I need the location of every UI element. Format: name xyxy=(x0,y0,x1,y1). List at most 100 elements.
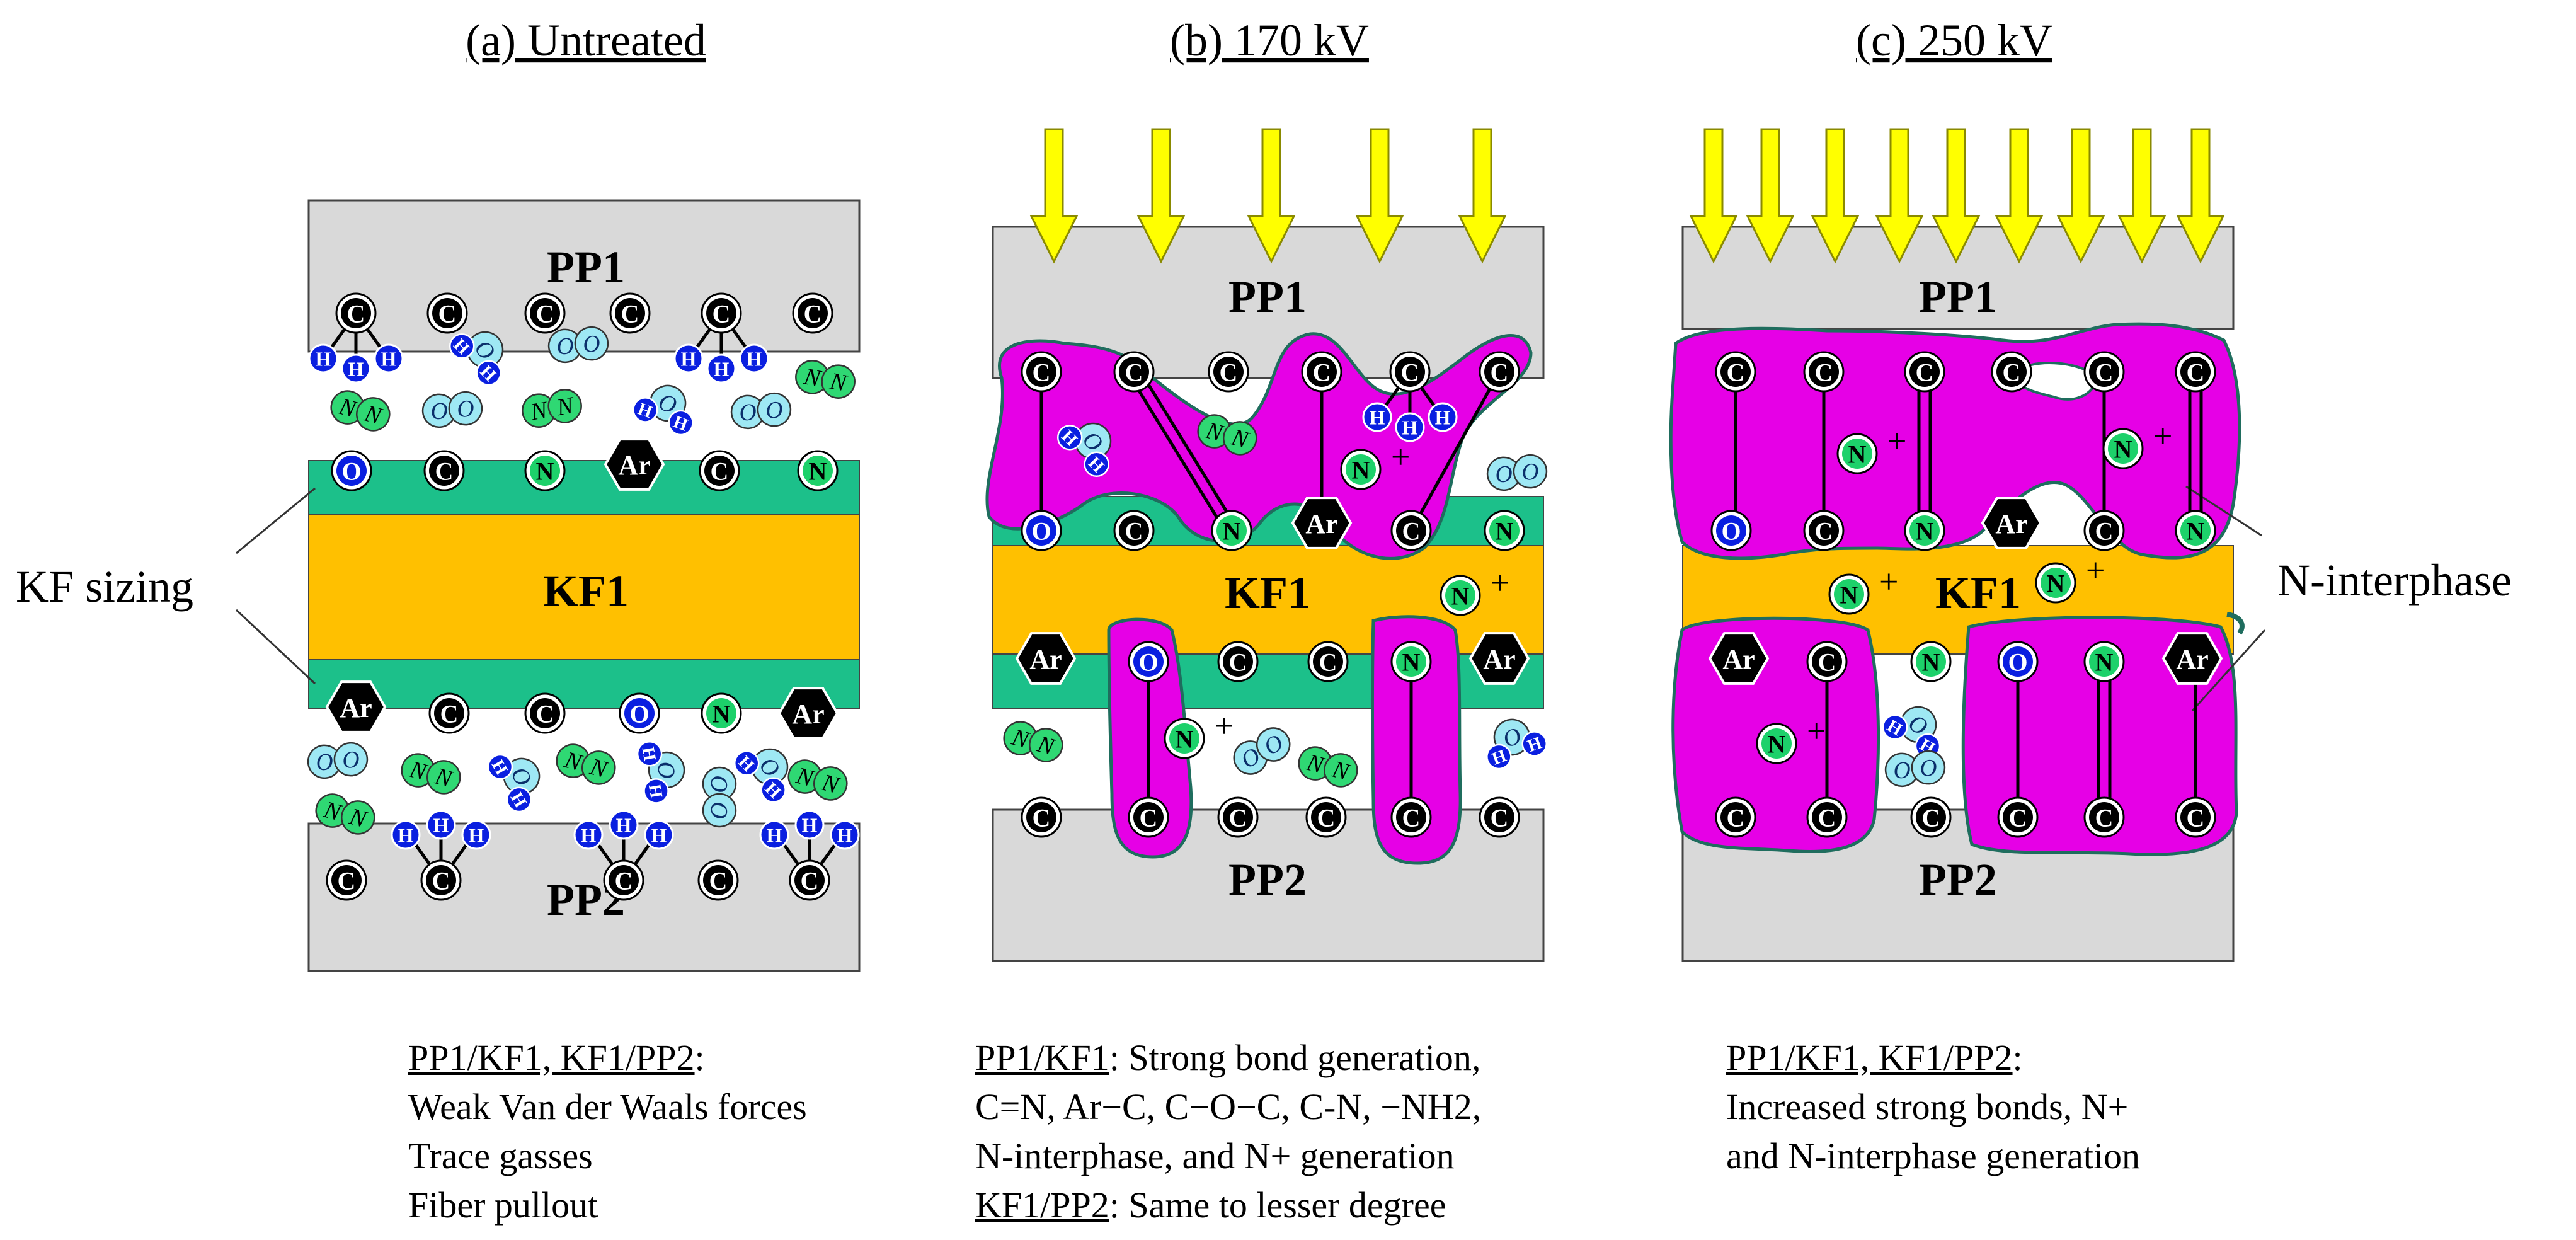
n-plus-charge: + xyxy=(1491,564,1509,602)
svg-text:C: C xyxy=(2095,358,2114,386)
hydrogen-atom: H xyxy=(739,343,769,374)
svg-text:H: H xyxy=(398,824,414,847)
svg-text:N: N xyxy=(536,457,554,485)
svg-text:C: C xyxy=(1125,358,1143,386)
double-bond xyxy=(2188,372,2203,531)
pp1-label-b: PP1 xyxy=(1228,272,1307,322)
svg-text:O: O xyxy=(1721,517,1741,545)
double-bond xyxy=(1128,367,1238,535)
caption-a-line-4: Fiber pullout xyxy=(408,1185,598,1226)
kf-sizing-leader-top xyxy=(236,487,316,554)
svg-text:N: N xyxy=(1768,730,1786,758)
svg-text:N: N xyxy=(1840,580,1858,609)
svg-text:C: C xyxy=(1229,803,1247,832)
caption-b-line-3: N-interphase, and N+ generation xyxy=(975,1135,1455,1176)
carbon-atom: C xyxy=(1305,796,1347,838)
carbon-atom: C xyxy=(1390,796,1432,838)
nitrogen-atom: N xyxy=(1390,641,1432,682)
nitrogen-atom: N+ xyxy=(1440,564,1509,616)
pp2-label-c: PP2 xyxy=(1919,854,1997,905)
svg-text:Ar: Ar xyxy=(1483,644,1515,675)
kf-sizing-leader-bottom xyxy=(235,609,316,685)
svg-text:C: C xyxy=(1727,358,1745,386)
svg-text:C: C xyxy=(1125,517,1143,545)
svg-text:N: N xyxy=(2187,517,2205,545)
svg-text:O: O xyxy=(1494,461,1514,488)
hydrogen-atom: H xyxy=(1362,402,1392,432)
sizing-top-a xyxy=(308,460,860,515)
svg-text:N: N xyxy=(1848,440,1867,468)
carbon-atom: C xyxy=(1307,641,1349,682)
hydrogen-atom: H xyxy=(830,820,860,850)
hydrogen-atom: H xyxy=(391,820,421,850)
panel-a: PP1 KF1 PP2 xyxy=(307,199,861,972)
caption-c-line-3: and N-interphase generation xyxy=(1726,1135,2141,1176)
nitrogen-atom: N xyxy=(2175,510,2216,551)
carbon-atom: C xyxy=(792,292,833,334)
water-molecule: OHH xyxy=(1056,422,1112,478)
svg-text:C: C xyxy=(1818,648,1836,676)
carbon-atom: C xyxy=(1479,796,1520,838)
argon-atom: Ar xyxy=(2161,632,2223,685)
caption-b-heading-rest: : Strong bond generation, xyxy=(1109,1037,1481,1078)
svg-text:C: C xyxy=(1815,517,1833,545)
nitrogen-atom: N xyxy=(1484,510,1525,551)
hydrogen-atom: H xyxy=(341,353,371,384)
n-plus-charge: + xyxy=(1887,422,1906,460)
carbon-atom: C xyxy=(1390,510,1432,551)
nitrogen-atom: N xyxy=(1910,641,1952,682)
nitrogen-atom: N xyxy=(1904,510,1945,551)
oxygen-atom: O xyxy=(1997,641,2039,682)
svg-text:C: C xyxy=(709,866,728,895)
svg-text:C: C xyxy=(1033,803,1051,832)
svg-text:H: H xyxy=(316,348,331,370)
svg-text:C: C xyxy=(1491,803,1509,832)
svg-text:C: C xyxy=(1229,648,1247,676)
svg-text:O: O xyxy=(556,333,575,360)
nitrogen-atom: N xyxy=(1211,510,1252,551)
water-molecule: OHH xyxy=(633,384,694,436)
carbon-atom: C xyxy=(1021,351,1062,393)
svg-text:C: C xyxy=(438,299,457,328)
n-plus-charge: + xyxy=(2153,417,2172,455)
carbon-atom: C xyxy=(335,292,377,334)
carbon-atom: C xyxy=(609,292,651,334)
caption-b-heading: PP1/KF1 xyxy=(975,1037,1109,1078)
svg-text:C: C xyxy=(1317,803,1336,832)
carbon-atom: C xyxy=(420,859,462,901)
carbon-atom: C xyxy=(1128,796,1169,838)
carbon-atom: C xyxy=(1715,351,1756,393)
carbon-atom: C xyxy=(1991,351,2032,393)
carbon-atom: C xyxy=(2175,796,2216,838)
n-interphase-leader-top xyxy=(2185,485,2262,537)
svg-text:C: C xyxy=(2003,358,2021,386)
svg-text:C: C xyxy=(347,299,365,328)
svg-text:Ar: Ar xyxy=(1722,644,1755,675)
svg-text:C: C xyxy=(1402,517,1421,545)
carbon-atom: C xyxy=(1715,796,1756,838)
argon-atom: Ar xyxy=(1981,497,2042,549)
nitrogen-atom: N xyxy=(701,692,742,734)
svg-text:C: C xyxy=(1401,358,1419,386)
svg-text:H: H xyxy=(747,348,762,370)
svg-text:O: O xyxy=(430,398,449,425)
pp1-label-a: PP1 xyxy=(547,242,625,292)
svg-text:N: N xyxy=(1922,648,1940,676)
svg-text:O: O xyxy=(341,746,361,774)
svg-text:N: N xyxy=(1402,648,1421,676)
nitrogen-atom: N+ xyxy=(1828,563,1898,615)
svg-text:H: H xyxy=(651,824,667,847)
caption-a: PP1/KF1, KF1/PP2: Weak Van der Waals for… xyxy=(408,1033,807,1230)
svg-text:O: O xyxy=(706,775,732,792)
caption-a-heading-colon: : xyxy=(694,1037,705,1078)
carbon-atom: C xyxy=(1217,641,1259,682)
panel-b-title: (b) 170 kV xyxy=(1170,15,1369,66)
svg-text:O: O xyxy=(341,457,361,485)
